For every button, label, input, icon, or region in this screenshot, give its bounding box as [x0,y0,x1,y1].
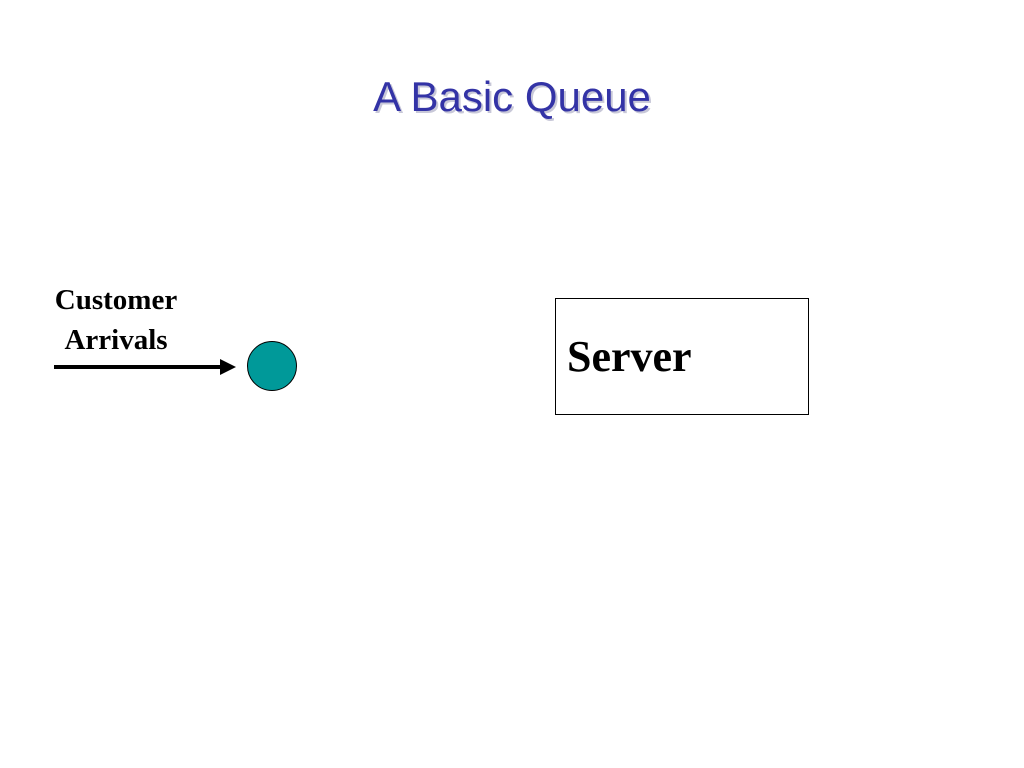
server-label: Server [567,332,692,381]
customer-arrivals-label: Customer Arrivals [30,280,202,360]
arrivals-label-line-1: Customer [54,284,178,316]
arrivals-label-line-2: Arrivals [64,324,168,356]
arrow-head [220,359,236,375]
server-box: Server [555,298,809,415]
arrivals-arrow [54,359,236,375]
slide-title: A Basic Queue [373,73,651,120]
customer-circle [247,341,297,391]
